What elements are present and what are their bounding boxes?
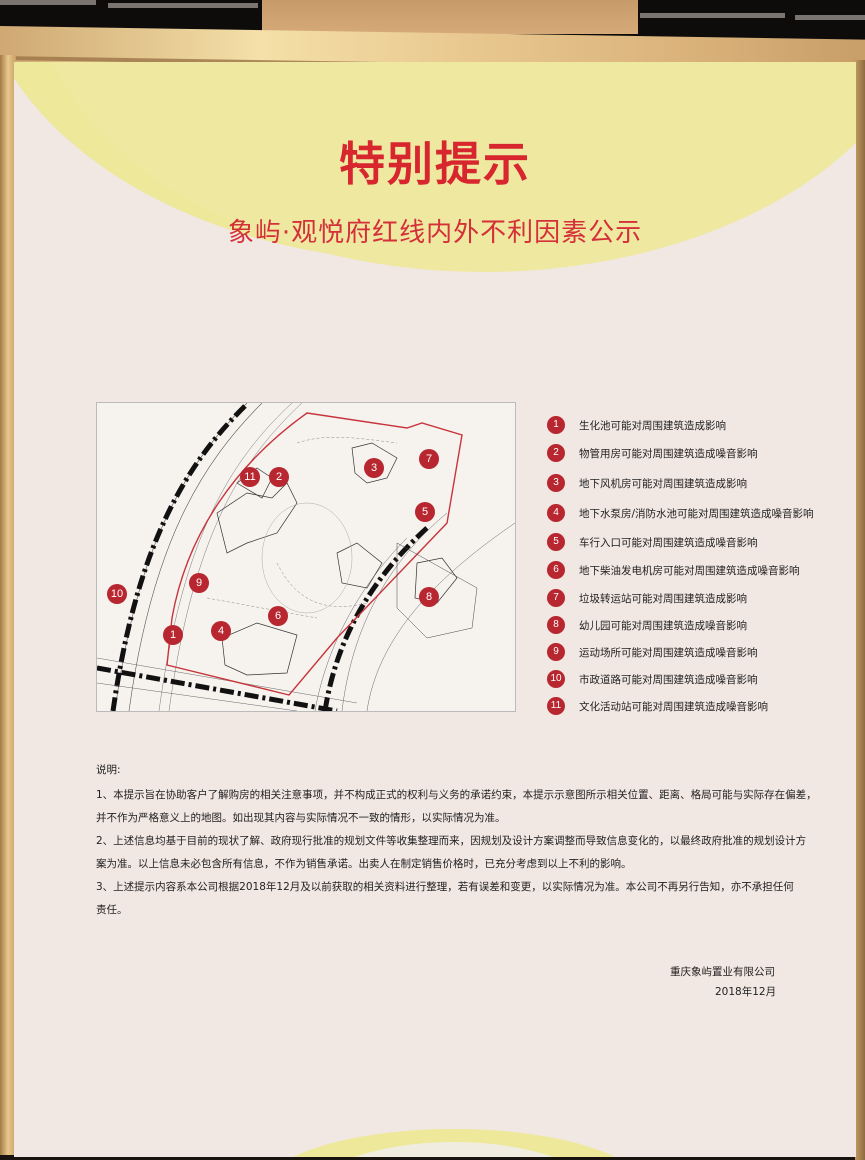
poster-frame-right bbox=[855, 60, 865, 1160]
legend-number-badge: 2 bbox=[547, 444, 565, 462]
legend-text: 地下风机房可能对周围建筑造成影响 bbox=[579, 477, 747, 490]
legend-item: 8 幼儿园可能对周围建筑造成噪音影响 bbox=[547, 615, 747, 635]
legend-item: 9 运动场所可能对周围建筑造成噪音影响 bbox=[547, 642, 758, 662]
legend-item: 1 生化池可能对周围建筑造成影响 bbox=[547, 415, 726, 435]
notes-heading: 说明: bbox=[96, 764, 121, 776]
notes-line: 1、本提示旨在协助客户了解购房的相关注意事项，并不构成正式的权利与义务的承诺约束… bbox=[96, 789, 817, 801]
notice-poster: 特别提示 象屿·观悦府红线内外不利因素公示 bbox=[14, 62, 856, 1157]
map-marker-9: 9 bbox=[189, 573, 209, 593]
legend-item: 10 市政道路可能对周围建筑造成噪音影响 bbox=[547, 669, 758, 689]
notice-date: 2018年12月 bbox=[715, 986, 777, 998]
legend-number-badge: 9 bbox=[547, 643, 565, 661]
legend-number-badge: 10 bbox=[547, 670, 565, 688]
map-marker-10: 10 bbox=[107, 584, 127, 604]
legend-number-badge: 5 bbox=[547, 533, 565, 551]
legend-item: 11 文化活动站可能对周围建筑造成噪音影响 bbox=[547, 696, 768, 716]
wall-stripe bbox=[640, 13, 785, 18]
legend-text: 文化活动站可能对周围建筑造成噪音影响 bbox=[579, 700, 768, 713]
company-name: 重庆象屿置业有限公司 bbox=[670, 966, 775, 978]
map-marker-1: 1 bbox=[163, 625, 183, 645]
notes-line: 2、上述信息均基于目前的现状了解、政府现行批准的规划文件等收集整理而来，因规划及… bbox=[96, 835, 807, 847]
notes-line: 责任。 bbox=[96, 904, 128, 916]
notes-line: 3、上述提示内容系本公司根据2018年12月及以前获取的相关资料进行整理，若有误… bbox=[96, 881, 794, 893]
map-marker-5: 5 bbox=[415, 502, 435, 522]
legend-text: 垃圾转运站可能对周围建筑造成影响 bbox=[579, 592, 747, 605]
site-plan-drawing bbox=[97, 403, 515, 711]
legend-text: 运动场所可能对周围建筑造成噪音影响 bbox=[579, 646, 758, 659]
legend-text: 生化池可能对周围建筑造成影响 bbox=[579, 419, 726, 432]
legend-number-badge: 8 bbox=[547, 616, 565, 634]
legend-item: 3 地下风机房可能对周围建筑造成影响 bbox=[547, 473, 747, 493]
map-marker-6: 6 bbox=[268, 606, 288, 626]
map-marker-4: 4 bbox=[211, 621, 231, 641]
legend-text: 地下水泵房/消防水池可能对周围建筑造成噪音影响 bbox=[579, 507, 814, 520]
legend-number-badge: 7 bbox=[547, 589, 565, 607]
legend-number-badge: 4 bbox=[547, 504, 565, 522]
legend-item: 2 物管用房可能对周围建筑造成噪音影响 bbox=[547, 443, 758, 463]
wall-stripe bbox=[795, 15, 865, 20]
legend-item: 5 车行入口可能对周围建筑造成噪音影响 bbox=[547, 532, 758, 552]
poster-frame-left bbox=[0, 55, 16, 1155]
map-marker-8: 8 bbox=[419, 587, 439, 607]
notes-line: 并不作为严格意义上的地图。如出现其内容与实际情况不一致的情形，以实际情况为准。 bbox=[96, 812, 506, 824]
legend-number-badge: 6 bbox=[547, 561, 565, 579]
poster-subtitle: 象屿·观悦府红线内外不利因素公示 bbox=[227, 218, 643, 248]
wall-panel bbox=[262, 0, 638, 34]
legend-text: 物管用房可能对周围建筑造成噪音影响 bbox=[579, 447, 758, 460]
legend-text: 幼儿园可能对周围建筑造成噪音影响 bbox=[579, 619, 747, 632]
legend-text: 地下柴油发电机房可能对周围建筑造成噪音影响 bbox=[579, 564, 800, 577]
wall-stripe bbox=[0, 0, 96, 5]
map-marker-11: 11 bbox=[240, 467, 260, 487]
notes-line: 案为准。以上信息未必包含所有信息，不作为销售承诺。出卖人在制定销售价格时，已充分… bbox=[96, 858, 632, 870]
map-marker-2: 2 bbox=[269, 467, 289, 487]
wall-stripe bbox=[108, 3, 258, 8]
legend-item: 7 垃圾转运站可能对周围建筑造成影响 bbox=[547, 588, 747, 608]
legend-number-badge: 3 bbox=[547, 474, 565, 492]
legend-number-badge: 1 bbox=[547, 416, 565, 434]
poster-title: 特别提示 bbox=[339, 137, 531, 191]
legend-text: 车行入口可能对周围建筑造成噪音影响 bbox=[579, 536, 758, 549]
legend-item: 4 地下水泵房/消防水池可能对周围建筑造成噪音影响 bbox=[547, 503, 814, 523]
legend-item: 6 地下柴油发电机房可能对周围建筑造成噪音影响 bbox=[547, 560, 800, 580]
site-plan-map: 1 2 3 4 5 6 7 8 9 10 11 bbox=[96, 402, 516, 712]
map-marker-7: 7 bbox=[419, 449, 439, 469]
legend-number-badge: 11 bbox=[547, 697, 565, 715]
map-marker-3: 3 bbox=[364, 458, 384, 478]
legend-text: 市政道路可能对周围建筑造成噪音影响 bbox=[579, 673, 758, 686]
